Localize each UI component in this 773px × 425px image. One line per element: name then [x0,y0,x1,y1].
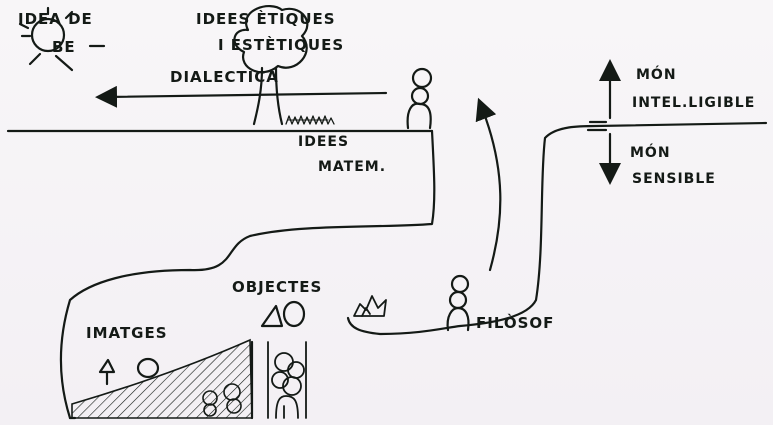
person-outside-icon [408,69,431,128]
idees-etiques-label-1: IDEES ÈTIQUES [196,12,336,27]
image-triangle-icon [100,360,114,372]
grass-icon [286,116,334,124]
dialectica-label: DIALECTICA [170,70,279,85]
fire-icon [354,296,386,316]
ascent-arrow [482,108,500,270]
dialectica-arrow [106,93,386,97]
mon-sensible-label-1: MÓN [630,146,671,160]
circle-object-icon [284,302,304,326]
image-circle-icon [138,359,158,377]
idees-etiques-label-2: I ESTÈTIQUES [218,38,344,53]
philosopher-icon [448,276,469,330]
idees-matem-label-2: MATEM. [318,160,386,174]
carriers-group [268,342,306,418]
idees-matem-label-1: IDEES [298,135,349,149]
triangle-object-icon [262,306,282,326]
idea-de-be-label-2: BE [52,40,76,55]
mon-intelligible-label-1: MÓN [636,68,677,82]
filosof-label: FILÒSOF [476,316,554,331]
imatges-label: IMATGES [86,326,168,341]
cave-floor-right [348,123,766,334]
mon-intelligible-label-2: INTEL.LIGIBLE [632,96,755,110]
mon-sensible-label-2: SENSIBLE [632,172,716,186]
hatched-slope [72,340,252,418]
objectes-label: OBJECTES [232,280,322,295]
idea-de-be-label-1: IDEA DE [18,12,93,27]
